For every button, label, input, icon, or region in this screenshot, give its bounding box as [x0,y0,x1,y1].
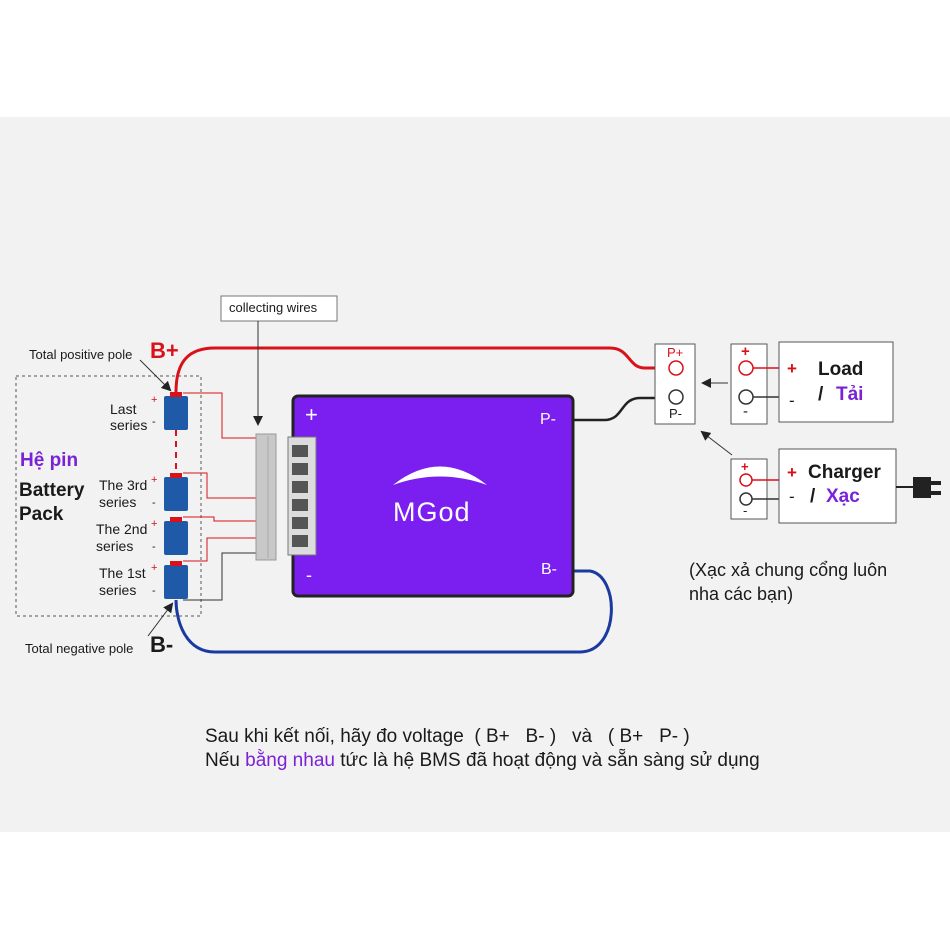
port-p-minus: P- [669,406,682,421]
negative-main-wire [174,569,613,654]
third-series-label-1: The 3rd [99,477,148,493]
load-plus: + [787,359,797,378]
bms-plus: + [305,402,318,427]
cell-3rd-plus: + [151,474,158,486]
collecting-connector [255,433,277,561]
second-series-label-1: The 2nd [96,521,148,537]
load-conn-minus: - [743,403,748,420]
cell-last [164,396,188,430]
collecting-wires-label: collecting wires [229,300,318,315]
bms-board [291,394,575,598]
he-pin-label: Hệ pin [20,450,79,471]
third-series-label-2: series [99,494,137,510]
last-series-label-1: Last [110,401,137,417]
cell-3rd [164,477,188,511]
output-port [654,343,696,425]
b-minus-label: B- [150,632,174,657]
bms-p-minus: P- [540,411,556,428]
collect-wire-2 [183,472,258,499]
bms-brand: MGod [393,497,471,527]
positive-main-wire [174,346,668,393]
instruction-line-1: Sau khi kết nối, hãy đo voltage ( B+ B- … [205,726,690,747]
collect-wire-4 [183,537,258,562]
cell-1st-plus: + [151,562,158,574]
charger-connector [730,458,768,520]
cell-2nd-minus: - [152,541,156,553]
cell-last-plus: + [151,394,158,406]
mgod-logo-icon [393,466,487,485]
second-series-label-2: series [96,538,134,554]
cell-1st [164,565,188,599]
instruction-line-2: Nếu bằng nhau tức là hệ BMS đã hoạt động… [205,750,760,772]
battery-pack-frame [15,375,202,617]
load-minus: - [789,391,795,410]
instruction-line-2-end: tức là hệ BMS đã hoạt động và sẵn sàng s… [334,750,760,771]
b-plus-label: B+ [150,338,179,363]
last-series-label-2: series [110,417,148,433]
charger-sep: / [810,486,816,507]
collecting-wires-box [220,295,338,322]
load-conn-plus: + [741,343,750,360]
charger-title-vi: Xạc [826,486,860,507]
load-title: Load [818,359,864,380]
charger-minus: - [789,487,795,506]
total-positive-pole-label: Total positive pole [29,347,133,362]
load-sep: / [818,384,824,405]
cell-2nd [164,521,188,555]
battery-pack-label-2: Pack [19,504,64,525]
charger-conn-plus: + [741,459,749,474]
collect-wire-1 [183,392,258,439]
battery-pack-label-1: Battery [19,480,85,501]
p-minus-wire [572,396,668,422]
cell-2nd-plus: + [151,518,158,530]
bms-minus: - [306,565,312,585]
charger-conn-minus: - [743,503,748,518]
cell-1st-minus: - [152,585,156,597]
total-negative-pole-label: Total negative pole [25,641,134,656]
instruction-highlight: bằng nhau [245,750,335,771]
collect-wire-3 [183,516,258,522]
load-box [778,341,894,423]
first-series-label-2: series [99,582,137,598]
power-plug-icon [896,477,941,498]
charger-box [778,448,897,524]
cell-3rd-minus: - [152,497,156,509]
charger-plus: + [787,463,797,482]
bms-b-minus: B- [541,561,557,578]
first-series-label-1: The 1st [99,565,146,581]
instruction-line-2-start: Nếu [205,750,246,771]
load-connector [730,343,768,425]
note-line-1: (Xạc xả chung cổng luôn [689,560,888,580]
note-line-2: nha các bạn) [689,584,794,604]
cell-last-minus: - [152,416,156,428]
collect-wire-5 [183,552,258,601]
port-p-plus: P+ [667,345,684,360]
load-title-vi: Tải [836,384,864,405]
charger-title: Charger [808,462,881,483]
